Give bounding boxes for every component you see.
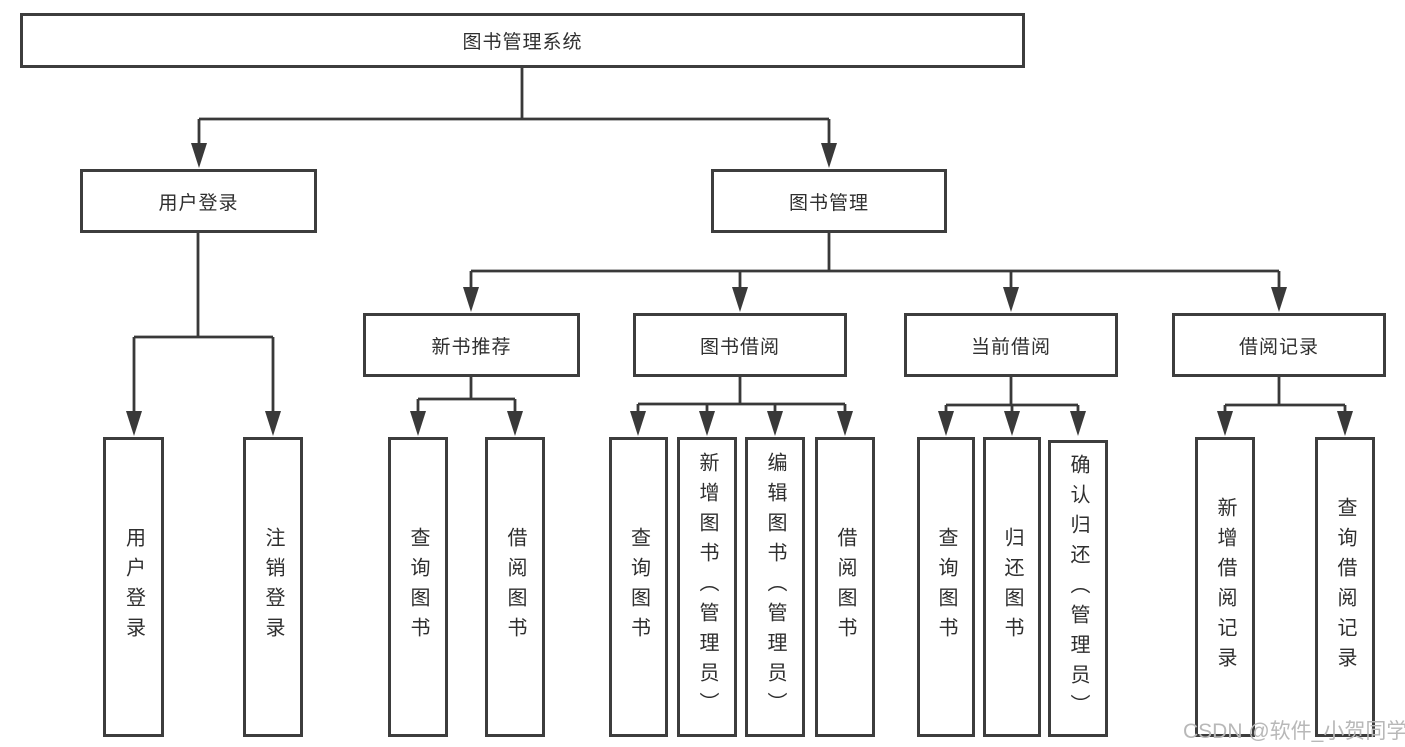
node-label: 注销登录 [262,527,284,647]
node-label: 查询图书 [407,527,429,647]
node-label: 编辑图书（管理员） [764,452,786,722]
node-leaf-add-books-admin: 新增图书（管理员） [677,437,737,737]
node-user-login: 用户登录 [80,169,317,233]
node-label: 用户登录 [122,527,145,647]
node-label: 借阅图书 [504,527,526,647]
node-book-borrowing: 图书借阅 [633,313,847,377]
node-label: 归还图书 [1001,527,1023,647]
arrowheads [126,143,1353,436]
node-label: 新增借阅记录 [1214,497,1236,677]
node-leaf-query-borrow-record: 查询借阅记录 [1315,437,1375,737]
node-label: 借阅记录 [1238,336,1319,358]
node-current-borrowing: 当前借阅 [904,313,1118,377]
node-leaf-query-books-2: 查询图书 [609,437,668,737]
node-label: 图书借阅 [699,336,780,358]
node-leaf-query-books-3: 查询图书 [917,437,975,737]
node-library-management-system: 图书管理系统 [20,13,1025,68]
node-borrowing-records: 借阅记录 [1172,313,1386,377]
node-label: 确认归还（管理员） [1067,453,1089,724]
node-leaf-user-login: 用户登录 [103,437,164,737]
node-leaf-confirm-return-admin: 确认归还（管理员） [1048,440,1108,737]
node-label: 图书管理 [788,192,869,214]
node-label: 查询图书 [935,527,957,647]
node-label: 用户登录 [158,192,239,214]
node-label: 查询借阅记录 [1334,497,1356,677]
node-book-management: 图书管理 [711,169,947,233]
node-label: 借阅图书 [834,527,856,647]
node-leaf-borrow-books-1: 借阅图书 [485,437,545,737]
node-label: 新书推荐 [431,336,512,358]
node-leaf-logout: 注销登录 [243,437,303,737]
watermark-text: CSDN @软件_小贺同学 [1183,720,1405,743]
node-leaf-add-borrow-record: 新增借阅记录 [1195,437,1255,737]
node-leaf-edit-books-admin: 编辑图书（管理员） [745,437,805,737]
node-new-book-recommendation: 新书推荐 [363,313,580,377]
node-leaf-query-books-1: 查询图书 [388,437,448,737]
node-leaf-borrow-books-2: 借阅图书 [815,437,875,737]
node-leaf-return-books: 归还图书 [983,437,1041,737]
node-label: 图书管理系统 [462,32,583,53]
node-label: 查询图书 [627,527,650,647]
node-label: 新增图书（管理员） [696,452,718,722]
node-label: 当前借阅 [970,336,1051,358]
